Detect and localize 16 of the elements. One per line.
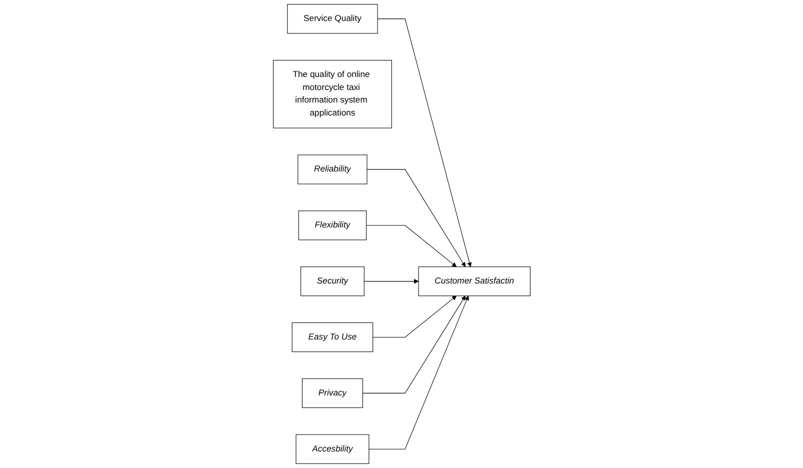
arrow (377, 18, 472, 268)
node-box: Service Quality (286, 4, 378, 34)
node-box: The quality of online motorcycle taxi information system applications (272, 60, 392, 128)
node-box: Privacy (302, 378, 363, 408)
arrow (372, 296, 456, 338)
arrow (366, 169, 466, 268)
arrow (366, 225, 456, 268)
node-box: Customer Satisfactin (418, 266, 530, 296)
node-box: Accesbility (295, 434, 369, 464)
arrow (362, 296, 466, 394)
node-box: Reliability (297, 154, 368, 184)
node-box: Security (300, 266, 364, 296)
node-box: Easy To Use (292, 322, 373, 352)
node-box: Flexibility (298, 210, 366, 240)
arrow (368, 296, 469, 450)
arrow (364, 278, 418, 284)
